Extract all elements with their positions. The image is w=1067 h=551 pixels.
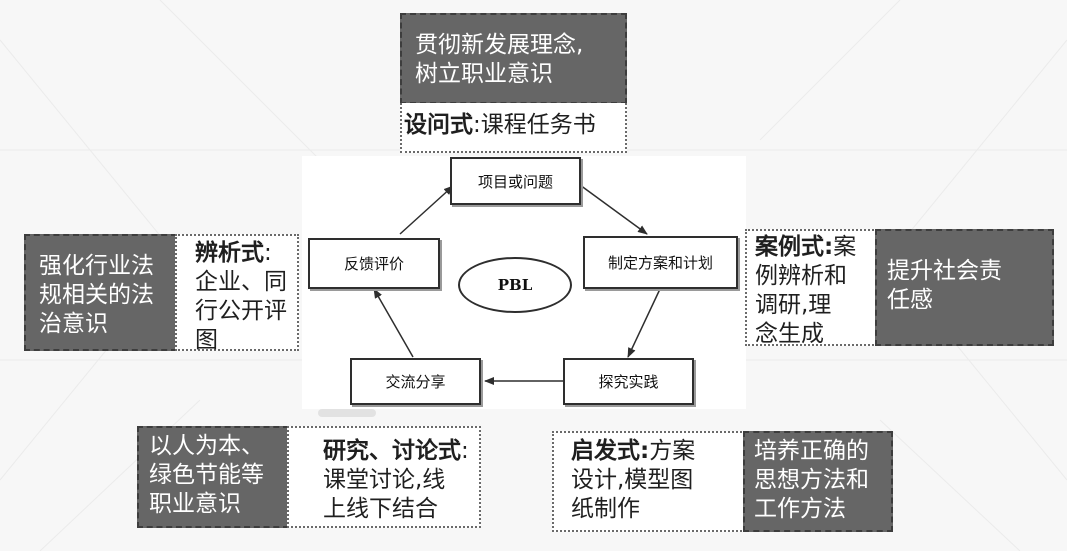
bottom-left-goal-text: 以人为本、 绿色节能等 职业意识 xyxy=(149,433,264,517)
left-method-panel: 辨析式: 企业、同 行公开评 图 xyxy=(175,234,299,353)
arrow-feedback-to-project xyxy=(399,185,454,235)
top-goal-panel: 贯彻新发展理念, 树立职业意识 xyxy=(400,13,627,104)
bottom-right-goal-panel: 培养正确的 思想方法和 工作方法 xyxy=(743,431,893,532)
bottom-left-method-detail: : 课堂讨论,线 上线下结合 xyxy=(323,438,469,522)
right-method-panel: 案例式:案 例辨析和 调研,理 念生成 xyxy=(745,229,877,349)
right-goal-text: 提升社会责 任感 xyxy=(887,258,1002,313)
bottom-right-method-text: 启发式:方案 设计,模型图 纸制作 xyxy=(571,437,744,524)
bottom-right-goal-text: 培养正确的 思想方法和 工作方法 xyxy=(754,438,869,522)
node-practice: 探究实践 xyxy=(563,358,694,405)
pbl-center: PBL xyxy=(458,257,572,313)
bottom-right-method-panel: 启发式:方案 设计,模型图 纸制作 xyxy=(552,431,746,532)
arrow-plan-to-practice xyxy=(627,288,661,358)
bottom-right-method-detail: 方案 设计,模型图 纸制作 xyxy=(571,438,696,522)
left-goal-text: 强化行业法 规相关的法 治意识 xyxy=(39,253,154,337)
bottom-right-method-bold: 启发式: xyxy=(571,438,650,464)
right-goal-panel: 提升社会责 任感 xyxy=(875,229,1054,346)
right-method-detail: 案 例辨析和 调研,理 念生成 xyxy=(755,234,857,347)
right-method-text: 案例式:案 例辨析和 调研,理 念生成 xyxy=(755,233,875,349)
bottom-left-method-text: 研究、讨论式: 课堂讨论,线 上线下结合 xyxy=(323,437,479,524)
top-method-panel: 设问式:课程任务书 xyxy=(400,103,627,153)
node-share: 交流分享 xyxy=(350,358,481,405)
left-goal-panel: 强化行业法 规相关的法 治意识 xyxy=(24,234,177,351)
bottom-left-method-bold: 研究、讨论式 xyxy=(323,438,461,464)
node-plan: 制定方案和计划 xyxy=(583,236,738,289)
watermark-logo xyxy=(318,409,376,417)
left-method-bold: 辨析式 xyxy=(195,240,264,266)
top-method-bold: 设问式 xyxy=(404,112,473,138)
bottom-left-goal-panel: 以人为本、 绿色节能等 职业意识 xyxy=(137,426,289,528)
right-method-bold: 案例式: xyxy=(755,234,834,260)
bottom-left-method-panel: 研究、讨论式: 课堂讨论,线 上线下结合 xyxy=(287,426,481,528)
arrow-project-to-plan xyxy=(579,184,648,235)
left-method-text: 辨析式: 企业、同 行公开评 图 xyxy=(195,239,297,355)
arrow-share-to-feedback xyxy=(373,288,414,358)
top-method-text: 设问式:课程任务书 xyxy=(404,111,625,140)
node-feedback: 反馈评价 xyxy=(308,238,440,289)
top-method-detail: :课程任务书 xyxy=(473,112,596,138)
top-goal-text: 贯彻新发展理念, 树立职业意识 xyxy=(415,32,584,87)
node-project: 项目或问题 xyxy=(450,157,581,205)
left-method-detail: : 企业、同 行公开评 图 xyxy=(195,240,287,353)
